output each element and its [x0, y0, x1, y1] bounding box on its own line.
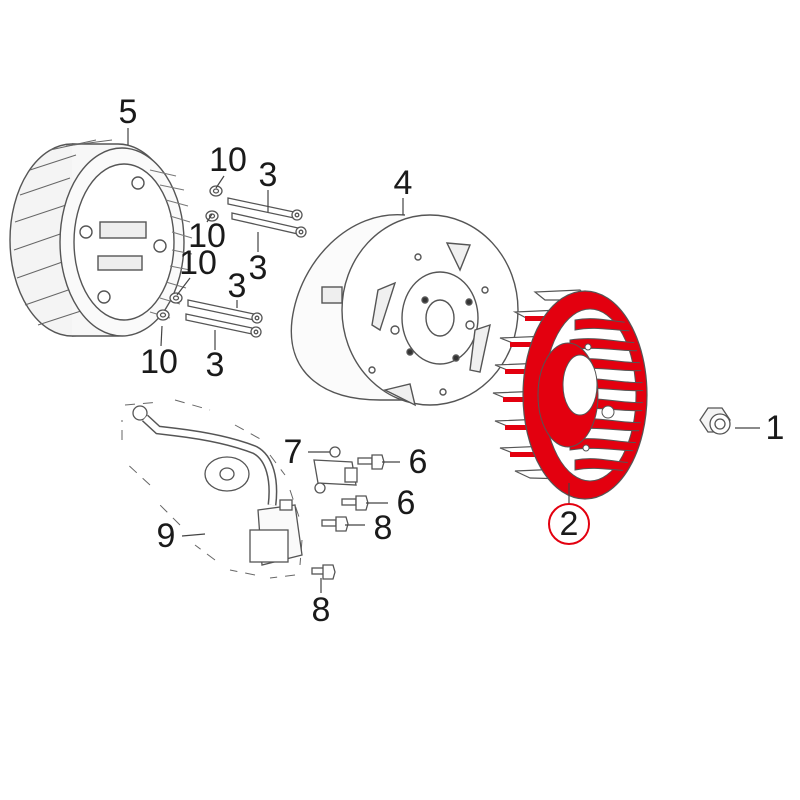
callout-8[interactable]: 8	[373, 509, 393, 547]
stator-part[interactable]	[9, 139, 193, 337]
callout-2[interactable]: 2	[559, 505, 579, 543]
leader-line-10	[176, 277, 191, 296]
callout-10[interactable]: 10	[188, 217, 226, 255]
callout-3[interactable]: 3	[258, 156, 278, 194]
bolt-parts[interactable]	[311, 454, 385, 580]
cooling-fan-part[interactable]	[492, 289, 648, 500]
leader-line-10	[206, 213, 213, 223]
leader-line-10	[160, 325, 163, 347]
callout-3[interactable]: 3	[205, 346, 225, 384]
leader-lines	[127, 128, 760, 593]
callout-10[interactable]: 10	[179, 244, 217, 282]
callout-3[interactable]: 3	[227, 267, 247, 305]
callout-5[interactable]: 5	[118, 93, 138, 131]
highlight-ring	[548, 503, 590, 545]
leader-line-10	[215, 175, 225, 189]
rotor-flywheel-part[interactable]	[290, 214, 519, 407]
callout-10[interactable]: 10	[140, 343, 178, 381]
callout-4[interactable]: 4	[393, 164, 413, 202]
callout-9[interactable]: 9	[156, 517, 176, 555]
socket-screw-parts[interactable]	[185, 197, 307, 338]
callout-10[interactable]: 10	[209, 141, 247, 179]
callout-3[interactable]: 3	[248, 249, 268, 287]
callout-6[interactable]: 6	[408, 443, 428, 481]
callout-7[interactable]: 7	[283, 433, 303, 471]
callout-1[interactable]: 1	[765, 409, 785, 447]
pickup-sensor-part[interactable]	[313, 446, 358, 494]
ignition-coil-part[interactable]	[121, 399, 303, 579]
callout-6[interactable]: 6	[396, 484, 416, 522]
leader-line-9	[181, 533, 206, 537]
callout-8[interactable]: 8	[311, 591, 331, 629]
flange-nut-part[interactable]	[699, 407, 731, 435]
